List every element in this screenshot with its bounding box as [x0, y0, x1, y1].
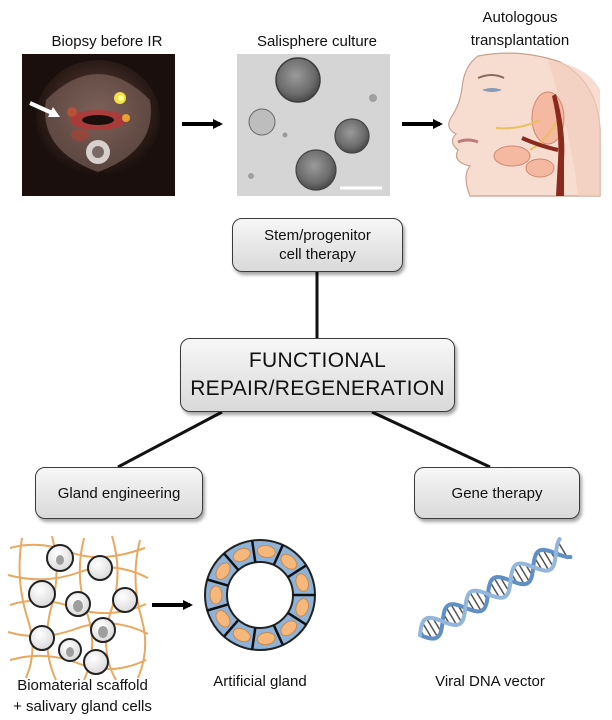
stem-node-line2: cell therapy [279, 246, 356, 263]
ring-cell [232, 627, 251, 643]
dna-rung [517, 563, 531, 583]
artificial-gland-illustration [204, 539, 316, 651]
transplant-caption-line1: Autologous [482, 9, 558, 26]
dna-helix-illustration [418, 537, 573, 641]
dna-rung [513, 566, 525, 585]
dna-rung [537, 551, 550, 571]
ring-cell [295, 573, 310, 592]
dna-rung [557, 541, 568, 558]
ring-cell [295, 598, 310, 617]
dna-rung [421, 622, 433, 639]
ring-cell [215, 610, 231, 628]
dna-rung [425, 617, 439, 638]
biopsy-caption: Biopsy before IR [51, 33, 163, 50]
stem-node-line1: Stem/progenitor [264, 227, 371, 244]
functional-repair-node: FUNCTIONAL REPAIR/REGENERATION [180, 338, 455, 412]
ring-divider [223, 619, 240, 638]
ring-cell [256, 631, 276, 646]
gland-engineering-node: Gland engineering [35, 467, 203, 519]
stem-cell-therapy-node: Stem/progenitor cell therapy [232, 218, 403, 272]
dna-rung [445, 606, 458, 626]
dna-strand-a [418, 547, 573, 641]
dna-strand-b [418, 537, 562, 637]
gene-therapy-label: Gene therapy [451, 484, 543, 502]
connector-center-gland [117, 410, 223, 469]
dna-rung [474, 590, 486, 608]
dna-rung [489, 581, 501, 599]
center-node-line1: FUNCTIONAL [248, 349, 387, 372]
dna-rung [469, 591, 482, 612]
dna-rung [450, 603, 463, 623]
ring-divider [250, 627, 257, 650]
ring-divider [206, 578, 229, 587]
ring-cell [215, 562, 231, 580]
ring-divider [250, 540, 257, 563]
ring-cell [280, 620, 298, 637]
salisphere-micrograph [237, 54, 390, 196]
scaffold-caption-line2: + salivary gland cells [13, 698, 152, 715]
ring-divider [272, 544, 284, 566]
gene-therapy-node: Gene therapy [414, 467, 580, 519]
ct-scan-image [22, 54, 175, 196]
dna-rung [493, 577, 507, 597]
connector-center-gene [371, 410, 491, 469]
ring-divider [206, 603, 229, 612]
ring-divider [287, 611, 307, 626]
ring-cell [280, 553, 298, 570]
dna-rung [542, 549, 554, 567]
scaffold-illustration [7, 535, 149, 681]
ring-cell [232, 547, 251, 563]
ring-divider [287, 564, 307, 579]
ring-divider [272, 624, 284, 646]
ring-cell [256, 544, 276, 559]
salisphere-caption: Salisphere culture [256, 33, 378, 50]
scaffold-caption-line1: Biomaterial scaffold [17, 677, 148, 694]
ring-divider [223, 552, 240, 571]
white-arrow-icon [29, 101, 60, 117]
artificial-gland-caption: Artificial gland [213, 673, 307, 690]
viral-dna-caption: Viral DNA vector [435, 673, 545, 690]
center-node-line2: REPAIR/REGENERATION [190, 377, 445, 400]
ring-cell [209, 585, 223, 605]
transplant-caption-line2: transplantation [470, 32, 570, 49]
gland-engineering-label: Gland engineering [57, 484, 181, 502]
face-illustration [448, 52, 601, 197]
artery-icon [552, 94, 565, 196]
